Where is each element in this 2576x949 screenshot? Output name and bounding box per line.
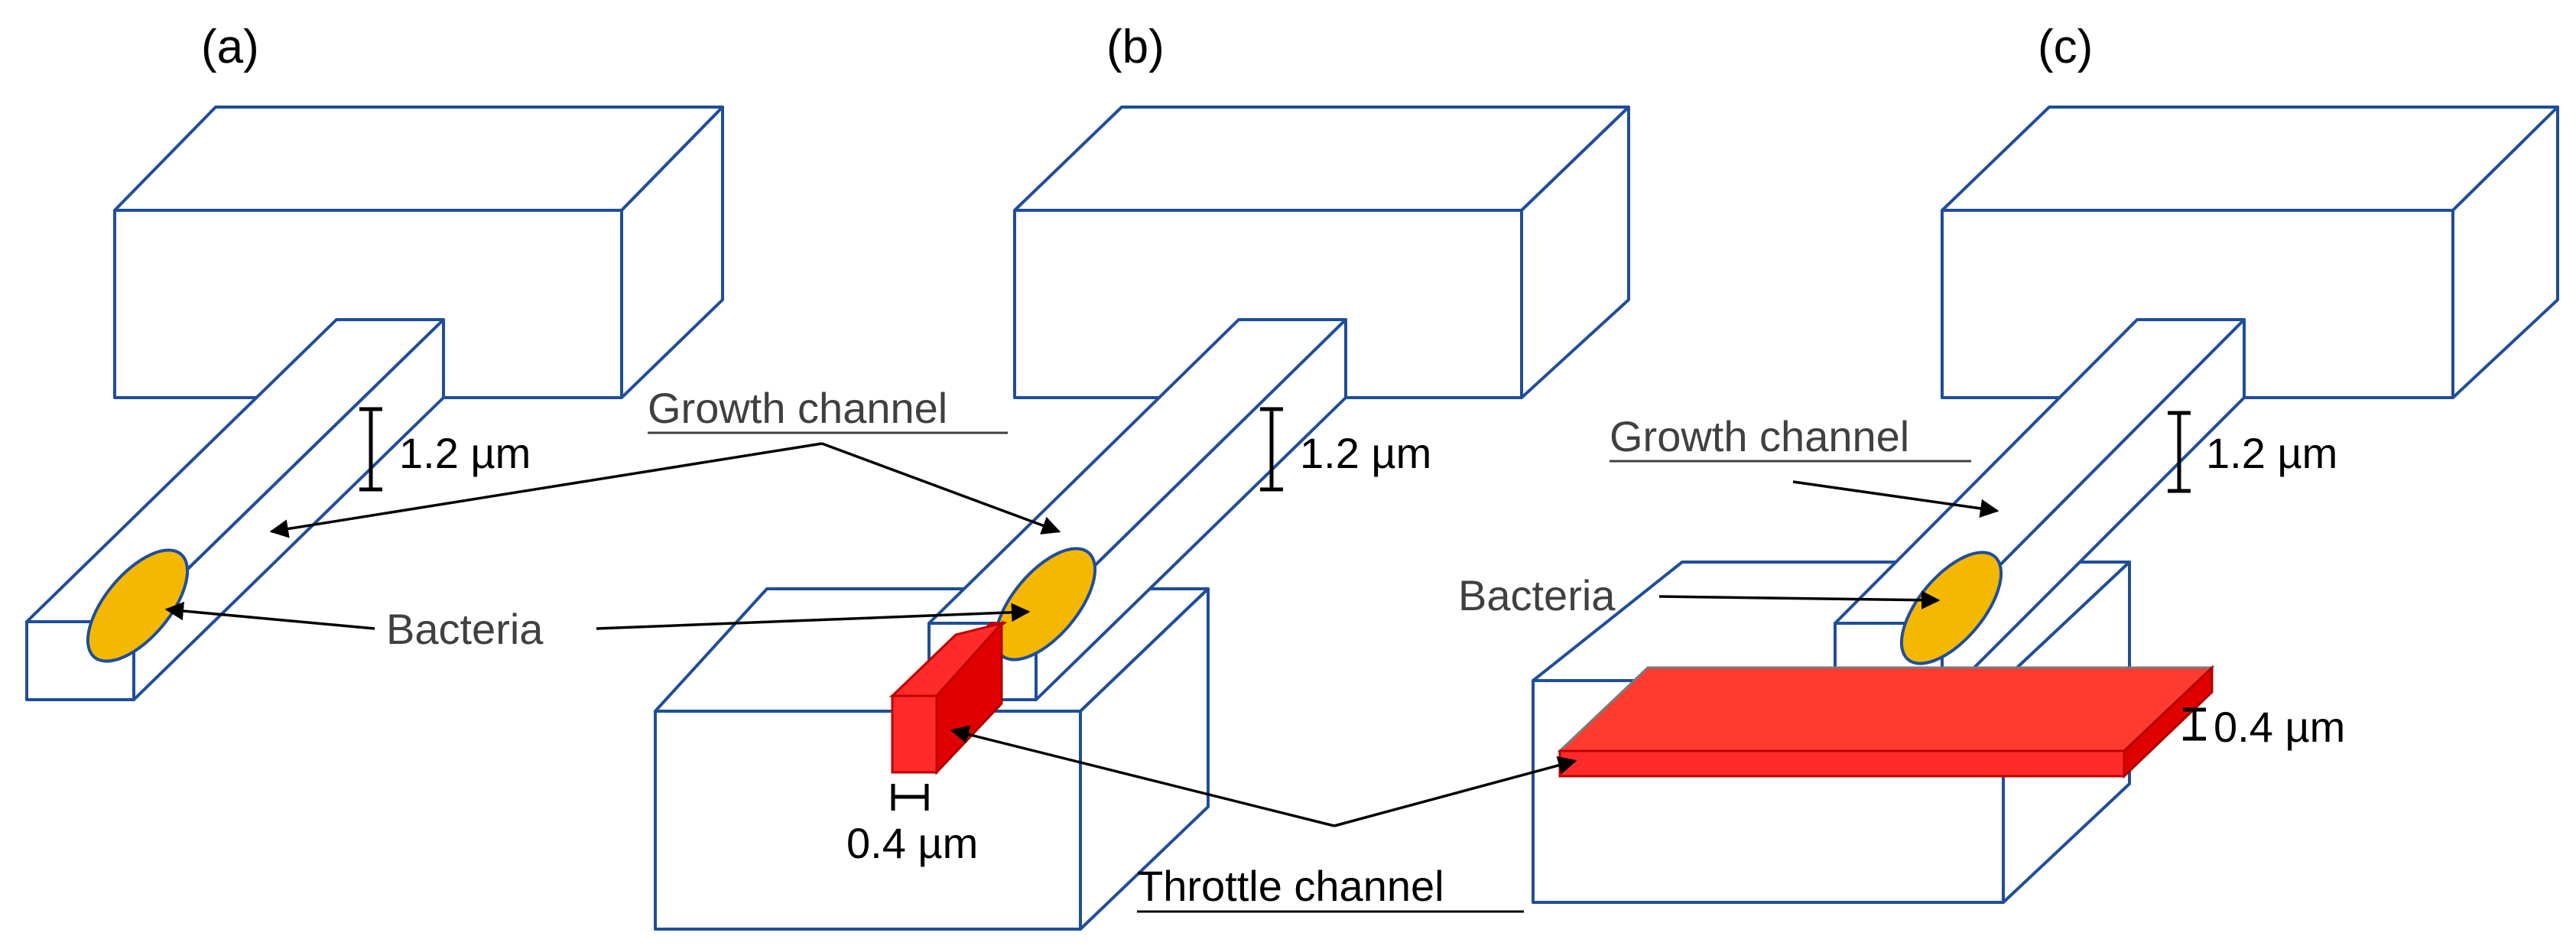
- panel-a: (a) 1.2 µm Bacteria: [25, 21, 724, 701]
- arrow-bacteria-to-a: [164, 601, 375, 630]
- panel-c-throttle-channel: [1557, 665, 2215, 779]
- panel-b-width-marker: [891, 784, 929, 811]
- panel-b-height-marker: [1260, 407, 1283, 492]
- arrow-bacteria-to-c: [1658, 590, 1941, 609]
- bacteria-label-c: Bacteria: [1458, 571, 1616, 619]
- panel-c-bacteria: [1899, 551, 2003, 665]
- panel-b-width-label: 0.4 µm: [846, 819, 978, 867]
- panel-c-throttle-height-label: 0.4 µm: [2214, 703, 2345, 751]
- growth-channel-label-b: Growth channel: [648, 384, 947, 432]
- arrow-throttle-to-c: [1333, 756, 1577, 827]
- arrow-growth-to-b: [821, 442, 1061, 535]
- panel-c-throttle-height-marker: [2183, 707, 2206, 741]
- panel-b-label: (b): [1106, 21, 1165, 73]
- panel-b-height-label: 1.2 µm: [1300, 429, 1431, 477]
- annotation-arrows: [164, 442, 1999, 827]
- panel-a-bacteria: [86, 548, 190, 663]
- panel-a-height-marker: [359, 407, 382, 492]
- growth-channel-label-c: Growth channel: [1610, 412, 1909, 460]
- panel-c-height-label: 1.2 µm: [2206, 429, 2337, 477]
- throttle-channel-label: Throttle channel: [1137, 862, 1444, 910]
- panel-c-main-box: [1941, 106, 2559, 399]
- arrow-growth-to-c: [1792, 480, 1999, 518]
- panel-c: (c): [1458, 21, 2559, 904]
- panel-b-main-box: [1013, 106, 1630, 399]
- arrow-growth-to-a: [269, 442, 823, 538]
- arrow-throttle-to-b: [950, 725, 1335, 827]
- bacteria-label-a: Bacteria: [386, 605, 544, 653]
- panel-a-label: (a): [201, 21, 259, 73]
- panel-c-label: (c): [2038, 21, 2093, 73]
- panel-c-height-marker: [2168, 411, 2191, 493]
- arrow-bacteria-to-b: [596, 603, 1031, 630]
- panel-a-height-label: 1.2 µm: [399, 429, 531, 477]
- panel-b: (b): [648, 21, 1630, 931]
- panel-a-growth-channel: [25, 318, 445, 701]
